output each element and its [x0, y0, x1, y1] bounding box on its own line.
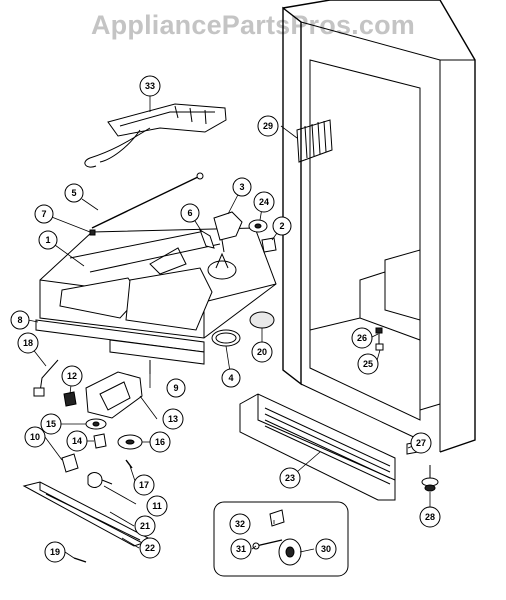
svg-text:11: 11 [152, 501, 162, 511]
svg-text:18: 18 [23, 338, 33, 348]
svg-text:4: 4 [228, 373, 233, 383]
callout-26: 26 [351, 327, 373, 349]
callout-20: 20 [251, 341, 273, 363]
cabinet [282, 0, 476, 492]
callout-2: 2 [272, 216, 292, 236]
part-5-rod [91, 175, 201, 229]
svg-text:1: 1 [45, 235, 50, 245]
callout-9: 9 [166, 378, 186, 398]
svg-text:5: 5 [71, 188, 76, 198]
callout-32: 32 [229, 513, 251, 535]
svg-text:12: 12 [67, 371, 77, 381]
svg-text:16: 16 [155, 437, 165, 447]
callout-8: 8 [10, 310, 30, 330]
thermostat-parts [199, 211, 277, 253]
control-housing [35, 227, 277, 374]
svg-text:22: 22 [145, 543, 155, 553]
callout-11: 11 [146, 495, 168, 517]
svg-text:33: 33 [145, 81, 155, 91]
callout-29: 29 [257, 115, 279, 137]
callout-19: 19 [44, 541, 66, 563]
callout-22: 22 [139, 537, 161, 559]
callout-12: 12 [61, 365, 83, 387]
callout-15: 15 [40, 413, 62, 435]
svg-text:3: 3 [239, 182, 244, 192]
callout-1: 1 [38, 230, 58, 250]
svg-text:24: 24 [259, 197, 269, 207]
svg-text:26: 26 [357, 333, 367, 343]
inset-parts [252, 509, 302, 566]
callout-3: 3 [232, 177, 252, 197]
svg-text:6: 6 [187, 208, 192, 218]
part-33-assembly [84, 103, 227, 168]
svg-text:2: 2 [279, 221, 284, 231]
svg-text:23: 23 [285, 473, 295, 483]
svg-text:31: 31 [236, 544, 246, 554]
callout-7: 7 [34, 204, 54, 224]
callout-13: 13 [162, 408, 184, 430]
callout-21: 21 [134, 515, 156, 537]
inset-box [213, 501, 349, 577]
callout-18: 18 [17, 332, 39, 354]
callout-33: 33 [139, 75, 161, 97]
callout-6: 6 [180, 203, 200, 223]
watermark-text: AppliancePartsPros.com [90, 10, 415, 40]
svg-text:20: 20 [257, 347, 267, 357]
part-4-ring-inner [215, 332, 237, 344]
svg-text:13: 13 [168, 414, 178, 424]
callout-30: 30 [315, 538, 337, 560]
svg-text:29: 29 [263, 121, 273, 131]
svg-text:28: 28 [425, 512, 435, 522]
svg-text:14: 14 [72, 436, 82, 446]
callout-31: 31 [230, 538, 252, 560]
svg-text:32: 32 [235, 519, 245, 529]
part-20-disc [249, 311, 275, 329]
part-5-rod-end [196, 172, 204, 180]
svg-text:25: 25 [363, 359, 373, 369]
callout-23: 23 [279, 467, 301, 489]
callout-24: 24 [253, 191, 275, 213]
callout-14: 14 [66, 430, 88, 452]
svg-text:19: 19 [50, 547, 60, 557]
kick-plate [239, 393, 396, 501]
callout-27: 27 [410, 432, 432, 454]
svg-text:30: 30 [321, 544, 331, 554]
svg-text:10: 10 [30, 432, 40, 442]
svg-text:17: 17 [139, 480, 149, 490]
svg-text:7: 7 [41, 209, 46, 219]
callout-5: 5 [64, 183, 84, 203]
callout-10: 10 [24, 426, 46, 448]
svg-text:15: 15 [46, 419, 56, 429]
callout-16: 16 [149, 431, 171, 453]
callout-28: 28 [419, 506, 441, 528]
callout-25: 25 [357, 353, 379, 375]
callout-4: 4 [221, 368, 241, 388]
lower-control-parts [22, 359, 154, 563]
svg-text:21: 21 [140, 521, 150, 531]
svg-text:8: 8 [17, 315, 22, 325]
svg-text:9: 9 [173, 383, 178, 393]
svg-text:27: 27 [416, 438, 426, 448]
callout-17: 17 [133, 474, 155, 496]
